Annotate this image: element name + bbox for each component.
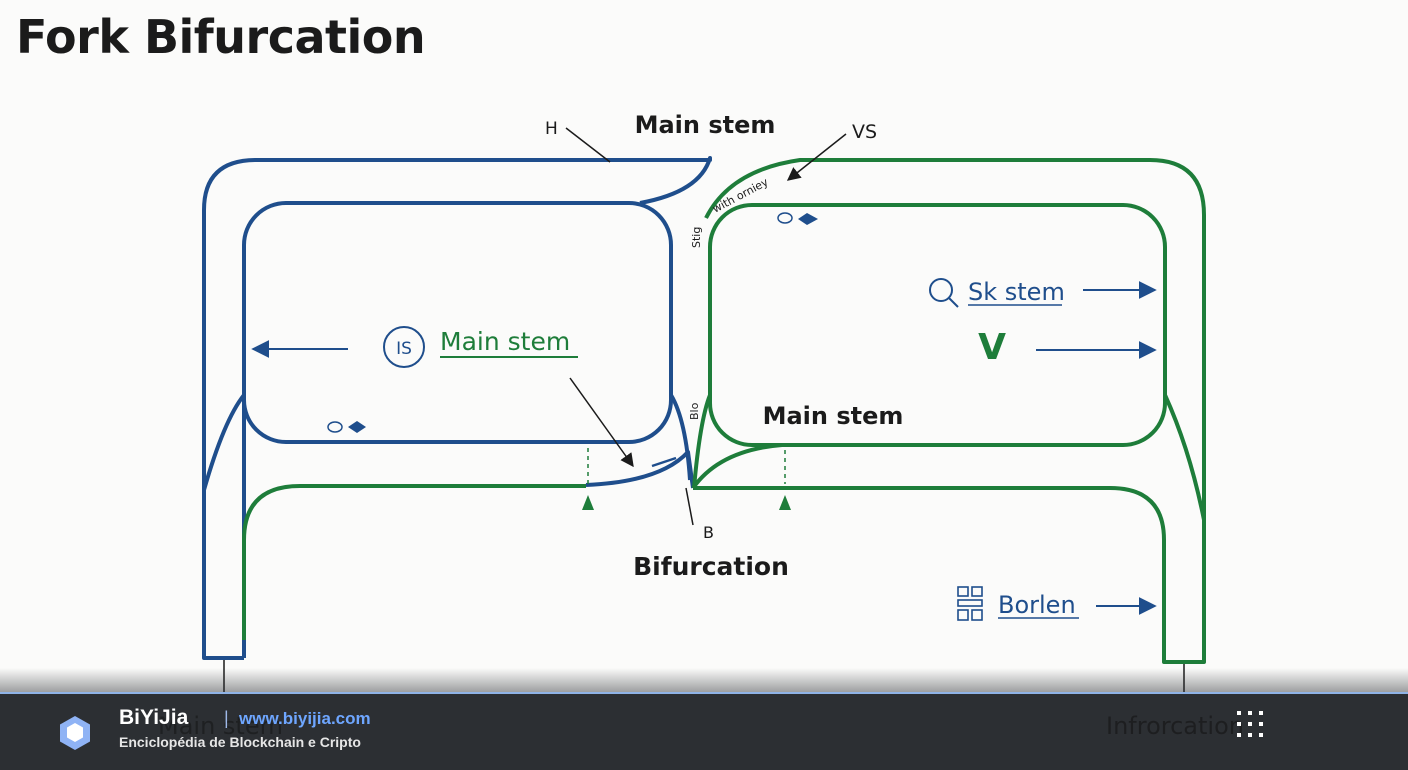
brand-separator: | [224, 708, 229, 728]
vertical-text-mid: Blo [688, 402, 701, 420]
triangle-marker-right [779, 495, 791, 510]
fork-diagram: Main stem H VS with orniey Stig Blo IS M… [202, 111, 1206, 692]
brand-name: BiYiJia [119, 706, 189, 729]
top-main-stem-label: Main stem [635, 111, 776, 139]
grid-menu-icon[interactable] [1235, 709, 1265, 739]
right-eye-diamond-icon [777, 212, 818, 225]
left-main-stem-label: Main stem [440, 327, 570, 356]
vertical-text-top: Stig [690, 227, 703, 248]
right-v-label: V [978, 327, 1006, 368]
ghost-main-stem-label: Main stem [158, 712, 283, 740]
right-borlen-label: Borlen [998, 591, 1076, 619]
triangle-marker-left [582, 495, 594, 510]
network-icon [957, 586, 983, 621]
small-blue-tick [651, 456, 677, 468]
left-eye-diamond-icon [327, 421, 366, 433]
hexagon-logo-icon [60, 716, 90, 750]
right-main-stem-label: Main stem [763, 402, 904, 430]
footer-shadow [0, 668, 1408, 692]
marker-b-label: B [703, 523, 714, 542]
right-green-branch [242, 158, 1206, 664]
top-h-label: H [545, 119, 558, 139]
h-leader-line [565, 127, 611, 163]
brand-url-link[interactable]: www.biyijia.com [239, 709, 371, 728]
search-icon [929, 278, 959, 308]
left-blue-branch [202, 156, 712, 660]
top-vs-label: VS [852, 121, 877, 143]
diagonal-arrow-to-fork [569, 377, 634, 468]
ghost-infrorcation-label: Infrorcation [1106, 712, 1244, 740]
b-leader-line [685, 487, 694, 526]
footer-banner: Main stem BiYiJia | www.biyijia.com Enci… [0, 692, 1408, 770]
bifurcation-label: Bifurcation [633, 552, 789, 581]
right-search-label: Sk stem [968, 278, 1065, 306]
brand-tagline: Enciclopédia de Blockchain e Cripto [119, 734, 361, 750]
vs-arrow [786, 133, 847, 181]
page-title: Fork Bifurcation [16, 10, 426, 64]
left-panel-circle-icon [383, 326, 425, 368]
left-icon-text: IS [396, 339, 412, 359]
